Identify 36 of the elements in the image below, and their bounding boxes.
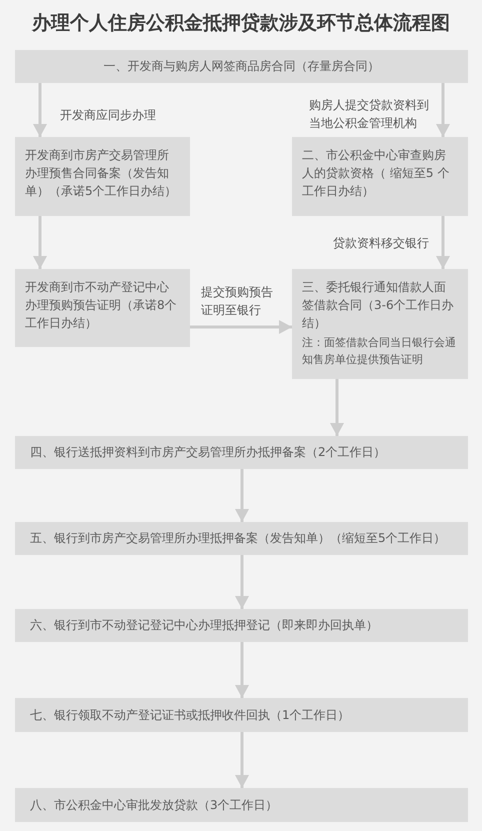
step-text: 一、开发商与购房人网签商品房合同（存量房合同） — [102, 58, 380, 75]
step-text: 六、银行到市不动登记登记中心办理抵押登记（即来即办回执单） — [30, 617, 379, 634]
process-box — [15, 269, 190, 347]
note-text: 注：面签借款合同当日银行会通知售房单位提供预告证明 — [302, 335, 457, 368]
edge-label: 贷款资料移交银行 — [333, 235, 430, 252]
step-text: 二、市公积金中心审查购房人的贷款资格（ 缩短至5 个工作日办结） — [302, 147, 450, 200]
edge-label: 购房人提交贷款资料到当地公积金管理机构 — [309, 97, 430, 132]
process-box — [15, 522, 468, 555]
step-text: 四、银行送抵押资料到市房产交易管理所办抵押备案（2个工作日） — [30, 444, 387, 461]
step-text: 开发商到市房产交易管理所办理预售合同备案（发告知单）（承诺5个工作日办结） — [25, 147, 178, 200]
edge-label: 提交预购预告证明至银行 — [201, 284, 274, 319]
process-box — [15, 698, 468, 732]
arrow — [235, 555, 249, 609]
arrow — [436, 216, 450, 269]
step-text: 八、市公积金中心审批发放贷款（3个工作日） — [30, 797, 279, 814]
arrow — [33, 83, 47, 137]
process-box — [15, 436, 468, 469]
arrow — [190, 320, 292, 334]
arrow — [33, 216, 47, 269]
arrow — [436, 83, 450, 137]
step-text: 三、委托银行通知借款人面签借款合同（3-6个工作日办结） — [302, 279, 455, 332]
step-text: 五、银行到市房产交易管理所办理抵押备案（发告知单）（缩短至5个工作日） — [30, 530, 447, 547]
process-box — [292, 269, 468, 379]
process-box — [15, 788, 468, 822]
arrow — [235, 469, 249, 522]
step-text: 开发商到市不动产登记中心办理预购预告证明（承诺8个工作日办结） — [25, 279, 178, 332]
process-box — [292, 137, 468, 216]
process-box — [15, 50, 468, 83]
process-box — [15, 137, 190, 216]
arrow — [330, 379, 344, 436]
process-box — [15, 609, 468, 642]
step-text: 七、银行领取不动产登记证书或抵押收件回执（1个工作日） — [30, 707, 351, 724]
edge-label: 开发商应同步办理 — [60, 107, 157, 124]
arrow — [235, 642, 249, 698]
title: 办理个人住房公积金抵押贷款涉及环节总体流程图 — [30, 11, 451, 36]
arrow — [235, 732, 249, 788]
